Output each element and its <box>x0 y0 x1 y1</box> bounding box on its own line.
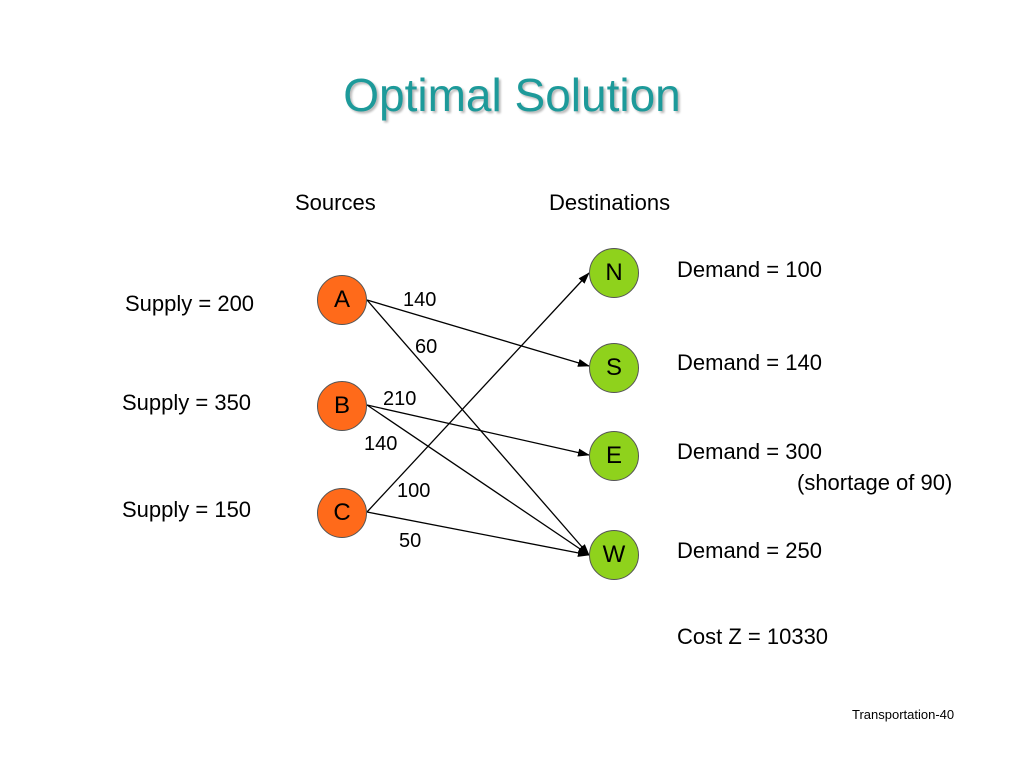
slide-title: Optimal Solution <box>343 69 681 121</box>
flow-amount-a-w: 60 <box>415 336 438 358</box>
destination-node-e: E <box>589 431 639 481</box>
flow-arrow-a-w <box>366 299 590 556</box>
flow-amount-c-n: 100 <box>397 480 431 502</box>
flow-arrow-c-n <box>366 272 590 513</box>
supply-label-c: Supply = 150 <box>122 497 252 522</box>
flow-amount-a-s: 140 <box>403 289 437 311</box>
flow-amount-b-w: 140 <box>364 433 398 455</box>
slide-footer: Transportation-40 <box>852 707 955 722</box>
demand-label-w: Demand = 250 <box>677 538 822 563</box>
supply-label-a: Supply = 200 <box>125 291 255 316</box>
total-cost: Cost Z = 10330 <box>677 624 829 649</box>
flow-amount-b-e: 210 <box>383 388 417 410</box>
demand-label-n: Demand = 100 <box>677 257 822 282</box>
demand-label-e: Demand = 300 <box>677 439 822 464</box>
flow-arrow-b-w <box>366 404 590 556</box>
supply-label-b: Supply = 350 <box>122 390 252 415</box>
destination-node-s: S <box>589 343 639 393</box>
flow-arrow-b-e <box>366 404 590 457</box>
destination-node-n: N <box>589 248 639 298</box>
destination-node-w: W <box>589 530 639 580</box>
flow-arrow-a-s <box>366 299 590 367</box>
shortage-note: (shortage of 90) <box>797 470 953 495</box>
sources-header: Sources <box>295 190 376 215</box>
source-node-a: A <box>317 275 367 325</box>
flow-amount-c-w: 50 <box>399 530 422 552</box>
flow-arrow-c-w <box>366 511 590 557</box>
source-node-c: C <box>317 488 367 538</box>
source-node-b: B <box>317 381 367 431</box>
destinations-header: Destinations <box>549 190 671 215</box>
demand-label-s: Demand = 140 <box>677 350 822 375</box>
